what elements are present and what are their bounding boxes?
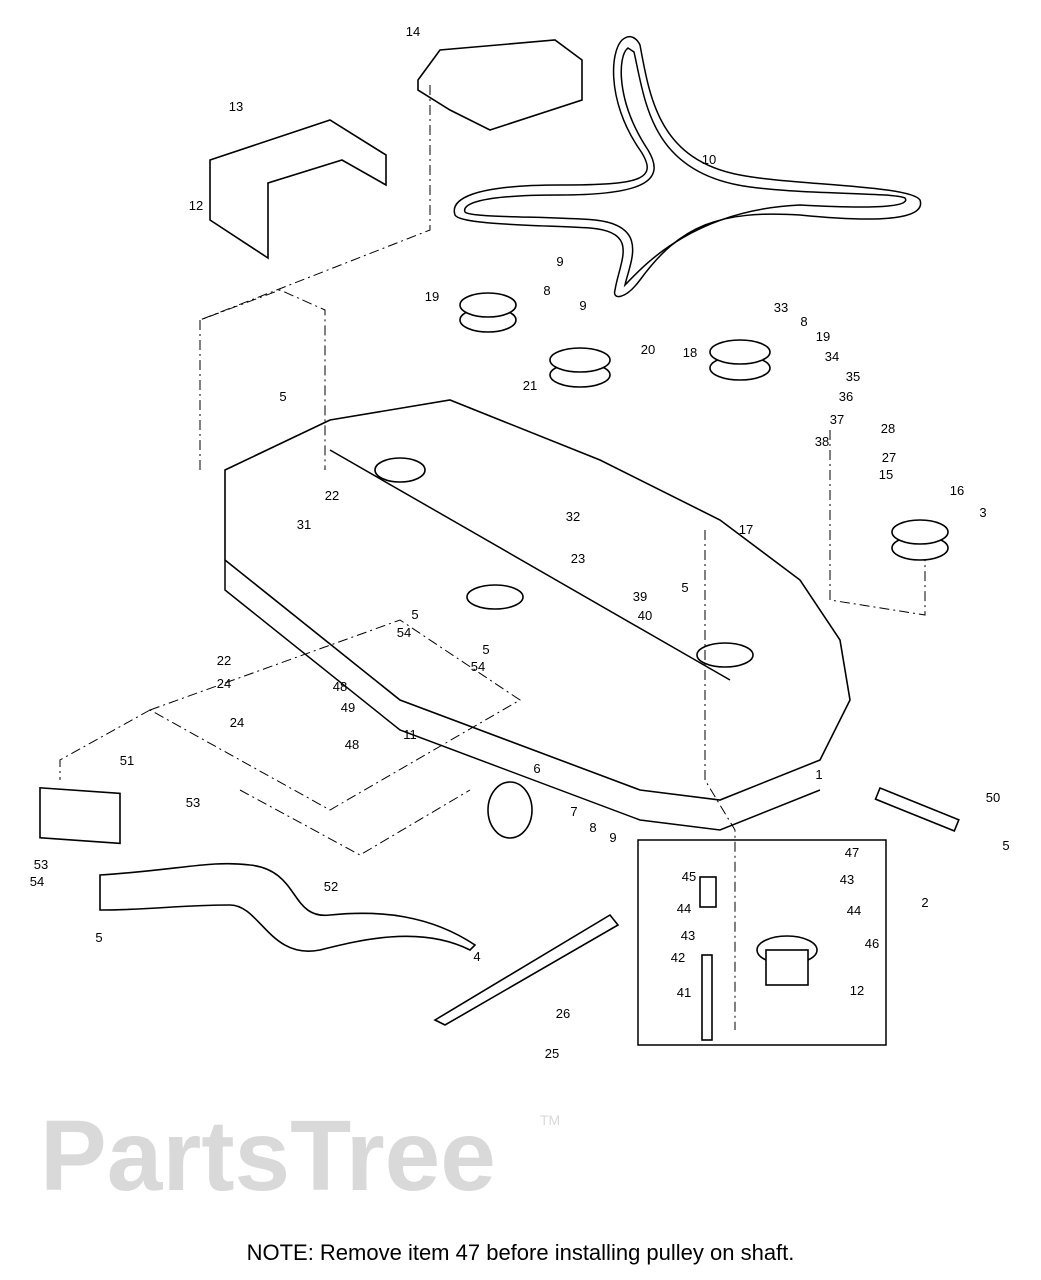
callout-24: 24 — [230, 715, 244, 730]
callout-39: 39 — [633, 589, 647, 604]
callout-12: 12 — [189, 198, 203, 213]
callout-20: 20 — [641, 342, 655, 357]
callout-53: 53 — [34, 857, 48, 872]
deflector-part-52 — [99, 862, 477, 953]
callout-4: 4 — [473, 949, 480, 964]
callout-5: 5 — [411, 607, 418, 622]
spindle-assembly-box — [637, 839, 887, 1046]
callout-13: 13 — [229, 99, 243, 114]
callout-53: 53 — [186, 795, 200, 810]
callout-50: 50 — [986, 790, 1000, 805]
callout-9: 9 — [556, 254, 563, 269]
callout-37: 37 — [830, 412, 844, 427]
callout-26: 26 — [556, 1006, 570, 1021]
callout-5: 5 — [279, 389, 286, 404]
callout-10: 10 — [702, 152, 716, 167]
callout-7: 7 — [570, 804, 577, 819]
callout-43: 43 — [681, 928, 695, 943]
callout-17: 17 — [739, 522, 753, 537]
belt-part-10 — [453, 35, 922, 298]
callout-47: 47 — [845, 845, 859, 860]
callout-54: 54 — [471, 659, 485, 674]
callout-52: 52 — [324, 879, 338, 894]
callout-15: 15 — [879, 467, 893, 482]
callout-18: 18 — [683, 345, 697, 360]
callout-1: 1 — [815, 767, 822, 782]
callout-46: 46 — [865, 936, 879, 951]
callout-25: 25 — [545, 1046, 559, 1061]
callout-49: 49 — [341, 700, 355, 715]
callout-54: 54 — [30, 874, 44, 889]
callout-11: 11 — [403, 727, 417, 742]
callout-9: 9 — [609, 830, 616, 845]
callout-34: 34 — [825, 349, 839, 364]
callout-41: 41 — [677, 985, 691, 1000]
callout-43: 43 — [840, 872, 854, 887]
callout-40: 40 — [638, 608, 652, 623]
callout-45: 45 — [682, 869, 696, 884]
callout-8: 8 — [589, 820, 596, 835]
plate-part-51 — [39, 786, 121, 845]
callout-24: 24 — [217, 676, 231, 691]
callout-8: 8 — [800, 314, 807, 329]
callout-48: 48 — [333, 679, 347, 694]
callout-42: 42 — [671, 950, 685, 965]
callout-12: 12 — [850, 983, 864, 998]
callout-5: 5 — [681, 580, 688, 595]
callout-5: 5 — [1002, 838, 1009, 853]
mower-deck-part-1 — [224, 399, 851, 801]
callout-3: 3 — [979, 505, 986, 520]
callout-19: 19 — [425, 289, 439, 304]
wheel-part-6 — [487, 781, 533, 839]
cover-part-13 — [209, 119, 387, 260]
callout-5: 5 — [95, 930, 102, 945]
callout-23: 23 — [571, 551, 585, 566]
callout-54: 54 — [397, 625, 411, 640]
callout-14: 14 — [406, 24, 420, 39]
callout-31: 31 — [297, 517, 311, 532]
callout-8: 8 — [543, 283, 550, 298]
callout-22: 22 — [217, 653, 231, 668]
callout-9: 9 — [579, 298, 586, 313]
pulley-parts — [459, 292, 949, 561]
cover-part-14 — [417, 39, 583, 131]
callout-38: 38 — [815, 434, 829, 449]
rod-part-50 — [874, 786, 960, 833]
callout-16: 16 — [950, 483, 964, 498]
callout-48: 48 — [345, 737, 359, 752]
callout-22: 22 — [325, 488, 339, 503]
callout-27: 27 — [882, 450, 896, 465]
callout-36: 36 — [839, 389, 853, 404]
callout-21: 21 — [523, 378, 537, 393]
callout-6: 6 — [533, 761, 540, 776]
callout-51: 51 — [120, 753, 134, 768]
callout-5: 5 — [482, 642, 489, 657]
callout-35: 35 — [846, 369, 860, 384]
callout-28: 28 — [881, 421, 895, 436]
callout-44: 44 — [677, 901, 691, 916]
callout-19: 19 — [816, 329, 830, 344]
callout-32: 32 — [566, 509, 580, 524]
callout-2: 2 — [921, 895, 928, 910]
installation-note: NOTE: Remove item 47 before installing p… — [246, 1240, 795, 1265]
watermark-trademark: TM — [540, 1112, 560, 1128]
watermark: PartsTree — [40, 1100, 496, 1212]
callout-33: 33 — [774, 300, 788, 315]
blade-part-4 — [433, 913, 620, 1026]
callout-44: 44 — [847, 903, 861, 918]
